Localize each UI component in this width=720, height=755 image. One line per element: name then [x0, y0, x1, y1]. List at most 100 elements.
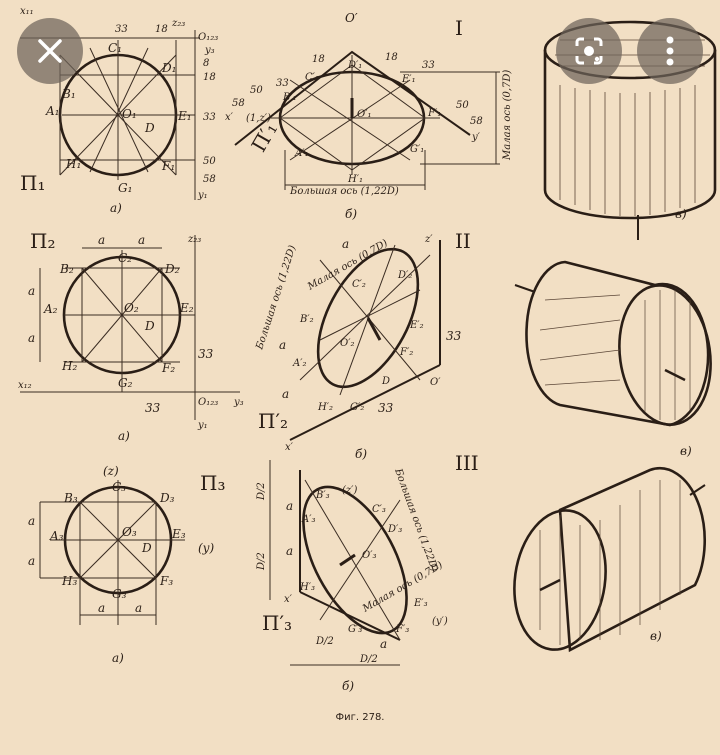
label: (z′) [342, 485, 357, 496]
dim: a [28, 284, 35, 298]
dim: a [279, 338, 286, 352]
dim: D/2 [256, 482, 267, 501]
dim: 50 [250, 85, 263, 96]
subfigure-label: а) [118, 429, 130, 443]
dim: D/2 [315, 636, 334, 647]
dim: a [286, 544, 293, 558]
label: D [144, 319, 155, 333]
label: x′ [225, 112, 234, 123]
figure-2v: в) [514, 260, 712, 458]
section-number: I [455, 16, 463, 40]
close-button[interactable] [17, 18, 83, 84]
dim: 33 [145, 401, 161, 415]
figure-1a: B₁ C₁ D₁ A₁ O₁ E₁ H₁ F₁ G₁ D x₁₁ z₂₃ O₁₂… [20, 6, 218, 215]
label: O′ [345, 11, 358, 25]
dim: 18 [203, 72, 216, 83]
label: B′₂ [299, 314, 314, 325]
label: y′ [471, 132, 481, 143]
more-options-button[interactable] [637, 18, 703, 84]
dim: 8 [203, 58, 209, 69]
figure-3v: в) [513, 467, 707, 653]
label: G′₁ [410, 144, 424, 155]
label: C′₂ [352, 279, 366, 290]
label: F₂ [161, 361, 175, 375]
label: (y) [198, 541, 214, 555]
figure-3b: B′₃ (z′) C′₃ A′₃ D′₃ O′₃ E′₃ H′₃ G′₃ F′₃… [256, 451, 479, 693]
label: C′₁ [305, 72, 319, 83]
dim: a [98, 601, 105, 615]
label: O₁₂₃ [198, 32, 218, 43]
label: z₂₃ [171, 18, 185, 29]
plane-label: П′₂ [258, 409, 288, 433]
label: E′₂ [409, 320, 424, 331]
label: F₁ [161, 159, 175, 173]
major-axis-label: Большая ось (1,22D) [289, 186, 399, 197]
label: A₂ [43, 302, 58, 316]
label: C₁ [108, 41, 122, 55]
label: D₁ [161, 61, 176, 75]
dim: D/2 [359, 654, 378, 665]
label: A₁ [45, 104, 59, 118]
label: B₂ [59, 262, 74, 276]
subfigure-label: в) [650, 629, 662, 643]
plane-label: П₁ [20, 171, 45, 195]
figure-3a: (z) C₃ B₃ D₃ A₃ O₃ E₃ (y) H₃ G₃ F₃ D a a… [28, 464, 225, 665]
label: x′ [285, 442, 294, 453]
label: D₃ [159, 491, 175, 505]
major-axis-label: Большая ось (1,22D) [254, 244, 298, 352]
subfigure-label: а) [112, 651, 124, 665]
dim: a [28, 554, 35, 568]
label: F′₃ [395, 624, 409, 635]
label: y₃ [204, 45, 215, 56]
label: D′₁ [347, 60, 362, 71]
label: H₁ [65, 157, 81, 171]
lens-search-button[interactable] [556, 18, 622, 84]
label: E₁ [177, 109, 192, 123]
label: C₂ [118, 251, 132, 265]
label: D₂ [164, 262, 180, 276]
section-number: II [455, 229, 471, 253]
label: B₃ [63, 491, 78, 505]
label: y₁ [197, 420, 208, 431]
label: (y′) [432, 616, 448, 627]
dim: 33 [203, 112, 216, 123]
label: B′₁ [282, 92, 297, 103]
dim: 50 [203, 156, 216, 167]
label: z′ [424, 234, 433, 245]
dim: a [98, 233, 105, 247]
figure-caption: Фиг. 278. [336, 712, 385, 723]
dim: a [138, 233, 145, 247]
label: A′₂ [292, 358, 307, 369]
dim: a [286, 499, 293, 513]
label: D′₂ [397, 270, 412, 281]
label: D [144, 121, 155, 135]
label: H₂ [61, 359, 77, 373]
label: H′₂ [317, 402, 333, 413]
dim: a [28, 514, 35, 528]
close-icon [38, 39, 62, 63]
dim: a [342, 237, 349, 251]
label: E₂ [179, 301, 194, 315]
dim: 33 [198, 347, 214, 361]
label: E′₁ [401, 74, 416, 85]
label: H₃ [61, 574, 77, 588]
label: B₁ [61, 87, 76, 101]
figure-2b: z′ B′₂ C′₂ D′₂ A′₂ O′₂ E′₂ F′₂ H′₂ G′₂ O… [254, 229, 471, 461]
label: A′₃ [301, 514, 316, 525]
label: C′₃ [372, 504, 386, 515]
dim: D/2 [256, 552, 267, 571]
label: O′ [430, 377, 441, 388]
plane-label: П₂ [30, 229, 55, 253]
label: B′₃ [315, 490, 330, 501]
dim: 33 [378, 401, 394, 415]
dim: a [380, 637, 387, 651]
more-vertical-icon [666, 36, 674, 66]
label: H′₃ [299, 582, 315, 593]
label: F′₁ [427, 108, 441, 119]
plane-label: П₃ [200, 471, 225, 495]
label: E′₃ [413, 598, 428, 609]
label: G₃ [112, 587, 127, 601]
label: z₂₃ [187, 234, 201, 245]
dim: 58 [203, 174, 216, 185]
